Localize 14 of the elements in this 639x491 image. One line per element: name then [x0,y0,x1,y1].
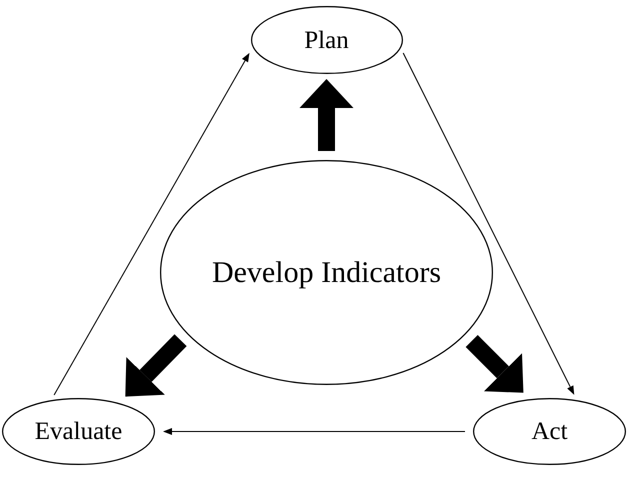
block-arrow [125,334,187,397]
node-label: Evaluate [34,419,122,444]
ellipse-node [160,160,493,385]
ellipse-node [473,398,626,465]
node-label: Act [531,419,568,444]
arrow [402,52,574,395]
block-arrow [300,79,354,151]
arrow [163,428,466,435]
ellipse-node [2,398,155,465]
node-label: Develop Indicators [212,258,442,288]
ellipse-node [250,6,402,74]
arrow [54,52,250,396]
block-arrow [466,334,524,393]
node-label: Plan [304,28,349,52]
